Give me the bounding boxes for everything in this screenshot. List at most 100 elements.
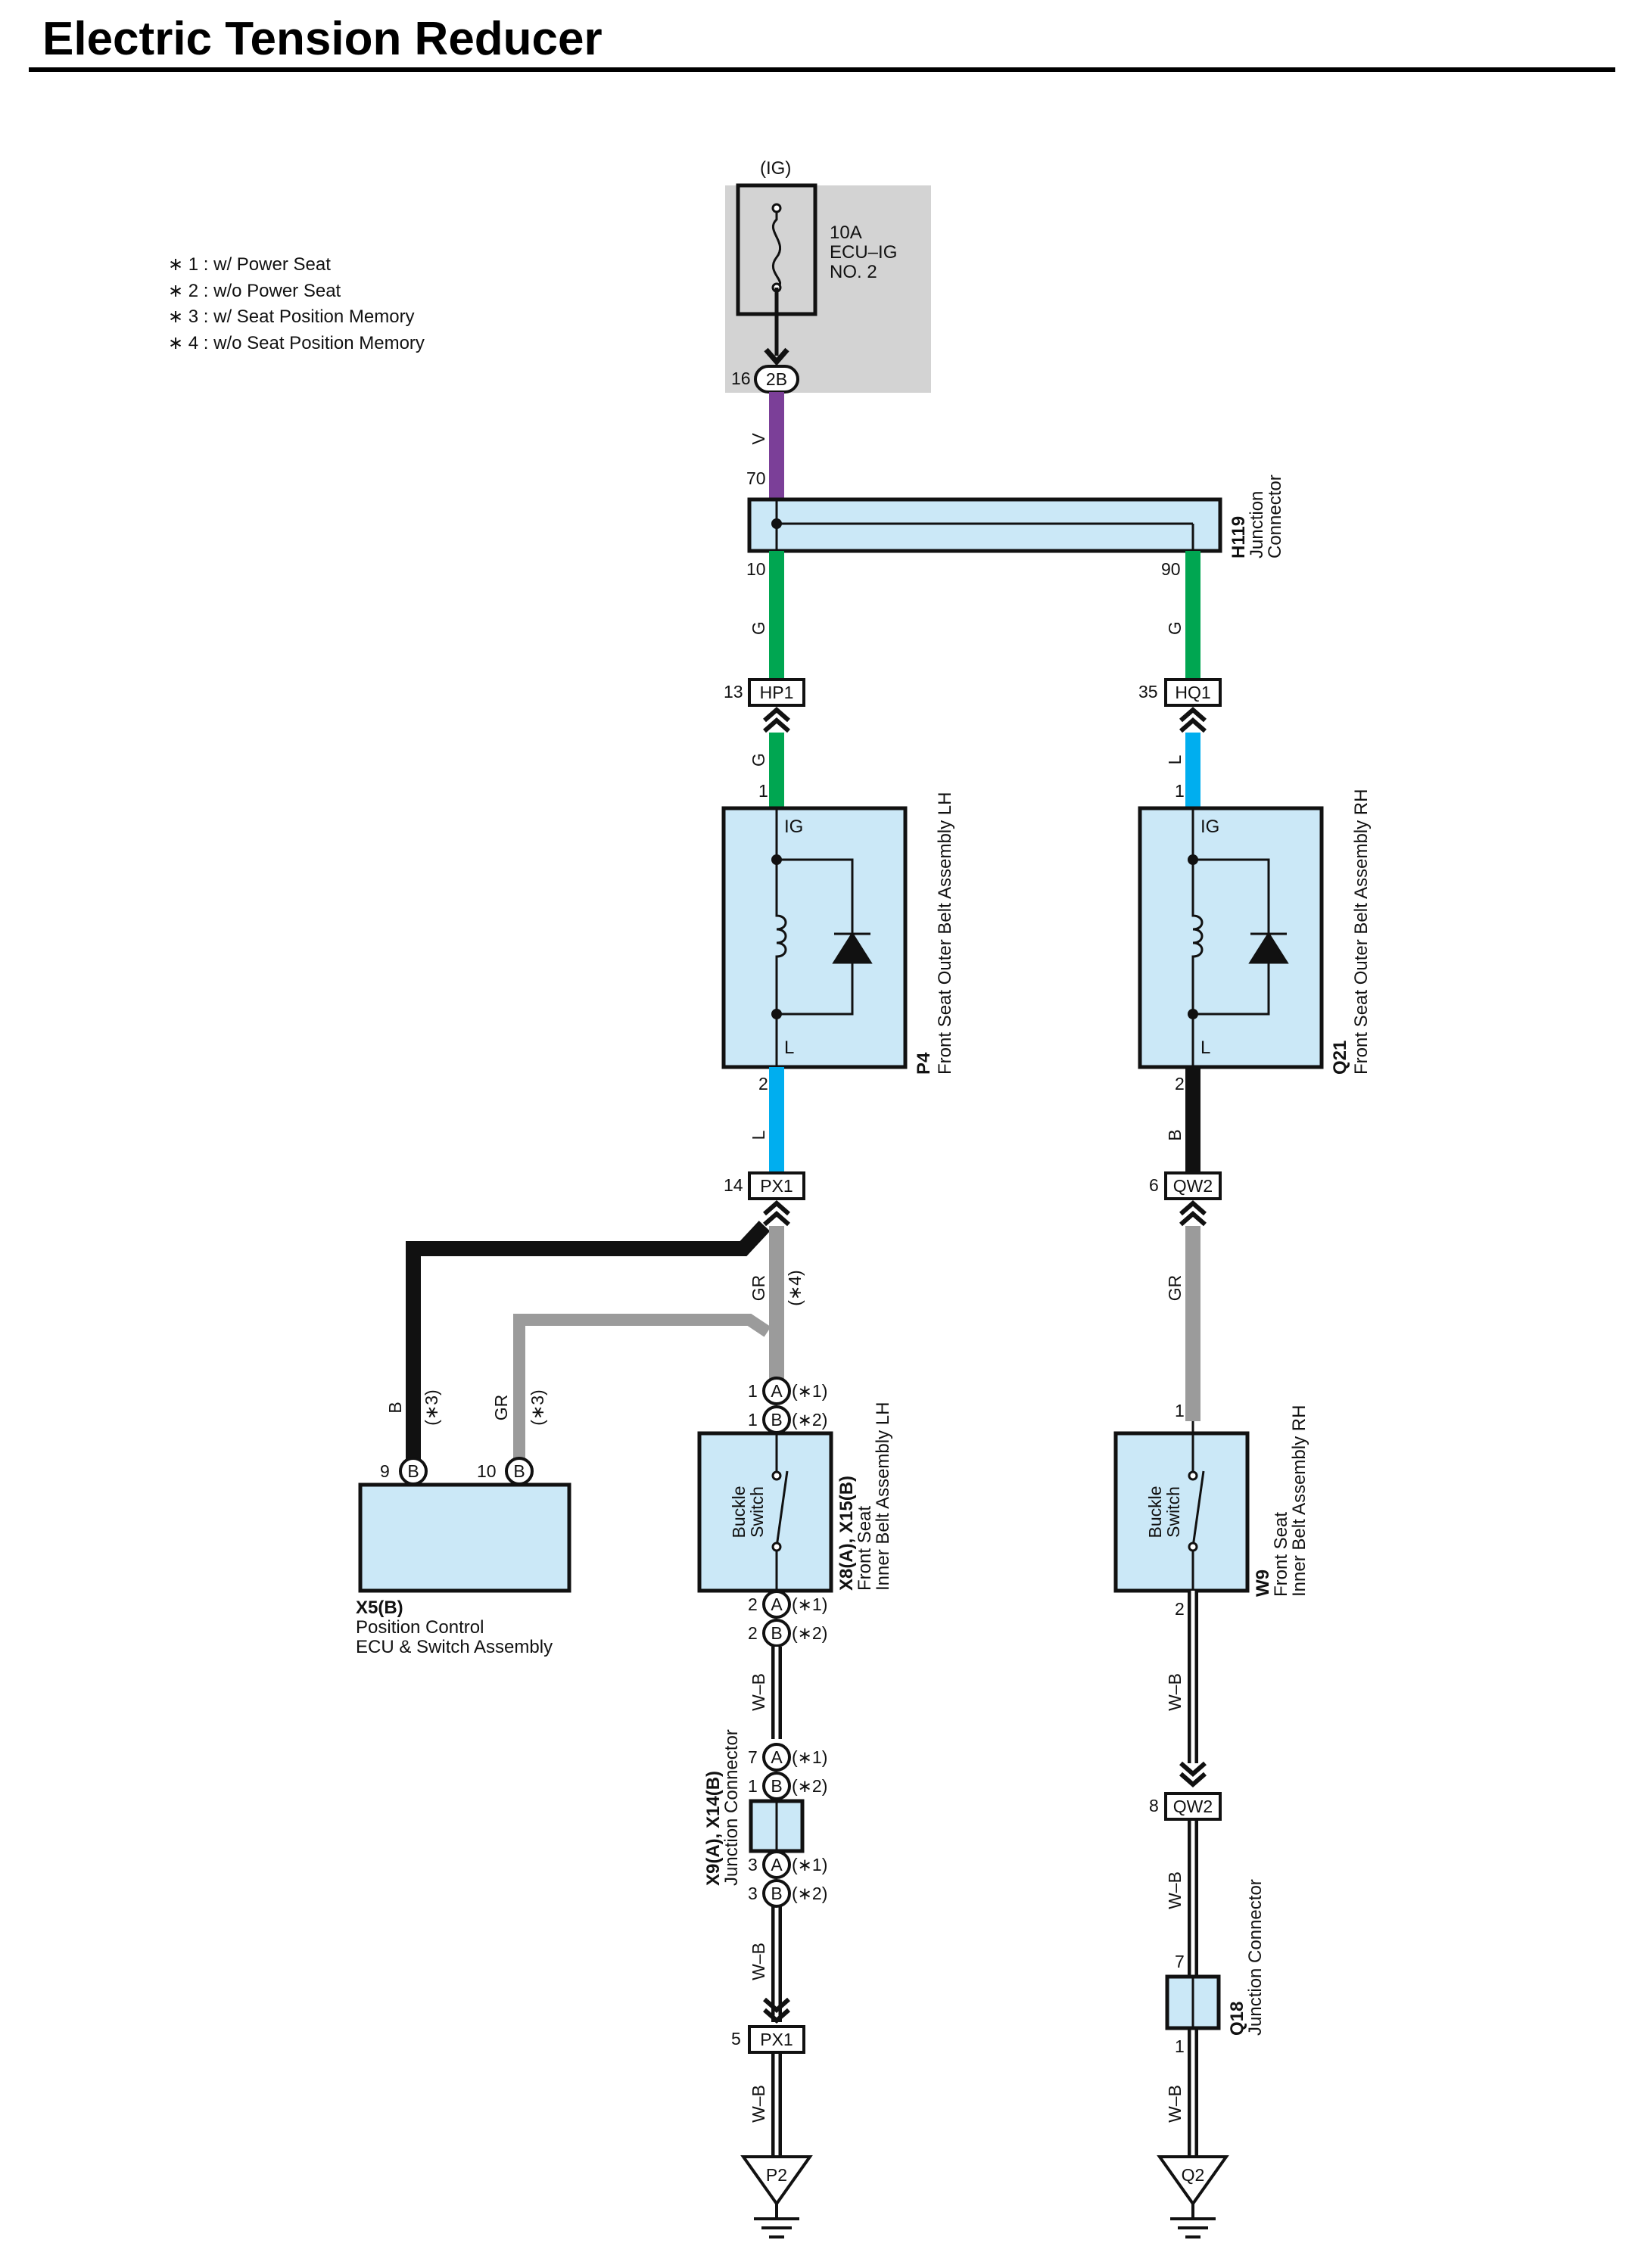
hp1-code: HP1 [760,683,794,702]
component-x8: 1 A (∗1) 1 B (∗2) Buckle Switch X8(A), X… [697,1377,893,1647]
hp1-chevron-icon [763,707,790,733]
wire-b-to-x5 [406,1221,771,1471]
w9-pin-bottom: 2 [1175,1599,1185,1619]
px1-top-pin: 14 [724,1175,743,1195]
fuse-pin: 16 [731,369,751,388]
connector-hp1: 13 HP1 [724,678,805,733]
wire-label-wb-2: W–B [749,1943,768,1980]
hq1-code: HQ1 [1175,683,1210,702]
component-w9: 1 Buckle Switch W9 Front Seat Inner Belt… [1113,1401,1309,1619]
w9-name-1: Front Seat [1271,1512,1291,1597]
ground-p2-triangle [740,2155,813,2207]
x9-top-a-variant: (∗1) [792,1747,827,1767]
p4-term-bottom: L [784,1038,794,1058]
page-title: Electric Tension Reducer [42,13,603,65]
q21-term-top: IG [1200,817,1219,837]
x8-bot-a-pin: 2 [748,1594,758,1614]
x8-name-2: Inner Belt Assembly LH [873,1402,893,1591]
x9-bot-b-tag [762,1879,791,1908]
w9-box [1113,1431,1250,1593]
notes-list: ∗ 1 : w/ Power Seat ∗ 2 : w/o Power Seat… [168,254,425,353]
wire-label-l-right-upper: L [1165,754,1185,764]
x8-bot-b-tag [762,1619,791,1647]
p4-id: P4 [914,1052,934,1075]
hq1-chevron-icon [1179,707,1207,733]
h119-pin-right: 90 [1161,559,1181,579]
q21-pin-bottom: 2 [1175,1074,1185,1094]
wire-label-wb-6: W–B [1165,2085,1185,2123]
wire-label-g-left: G [749,621,768,635]
x8-bot-b-letter: B [771,1623,782,1643]
px1-bottom-pin: 5 [731,2029,741,2049]
q21-pin-top: 1 [1175,781,1185,801]
ground-q2-icon [1170,2204,1216,2238]
x8-bot-a-variant: (∗1) [792,1594,827,1614]
x9-bot-a-variant: (∗1) [792,1855,827,1874]
p4-pin-top: 1 [758,781,768,801]
variant-note-3-gr: (∗3) [528,1389,547,1425]
w9-switch-label-2: Switch [1163,1486,1183,1538]
qw2-top-pin: 6 [1149,1175,1159,1195]
ground-p2-label: P2 [766,2165,787,2185]
x9-top-b-letter: B [771,1776,782,1796]
wire-label-v: V [749,433,768,445]
x9-bot-b-letter: B [771,1884,782,1903]
component-x5: 9 B 10 B X5(B) Position Control ECU & Sw… [356,1457,571,1657]
x5-box [358,1482,571,1593]
h119-name-2: Connector [1265,474,1285,558]
wire-label-g-right: G [1165,621,1185,635]
q21-term-bottom: L [1200,1038,1210,1058]
note-4: ∗ 4 : w/o Seat Position Memory [168,333,425,353]
wire-gr-to-x5 [513,1314,771,1471]
x8-top-a-tag [762,1377,791,1405]
x9-bot-a-pin: 3 [748,1855,758,1874]
x9-top-a-tag [762,1743,791,1772]
x5-id: X5(B) [356,1598,403,1618]
component-p4: 1 IG L P4 Front Seat Outer Belt Assembly… [721,781,955,1094]
fuse-arrow-icon [764,347,789,366]
wire-label-gr-right: GR [1165,1275,1185,1302]
x9-top-a-letter: A [771,1747,783,1767]
h119-name-1: Junction [1247,491,1267,558]
connector-px1-bottom: 5 PX1 [731,1997,805,2054]
x5-pin-gr: 10 [477,1461,497,1481]
connector-hq1: 35 HQ1 [1138,678,1222,733]
x8-bot-a-letter: A [771,1594,783,1614]
ground-p2: P2 [740,2155,813,2238]
q21-box [1138,806,1324,1069]
x9-top-b-pin: 1 [748,1776,758,1796]
px1-top-chevron-icon [763,1200,790,1227]
h119-pin-in: 70 [746,468,766,488]
fuse-block: (IG) 10A ECU–IG NO. 2 16 2B [725,158,931,394]
w9-pin-top: 1 [1175,1401,1185,1420]
qw2-bottom-chevron-icon [1179,1761,1207,1787]
wire-label-gr-left: GR [749,1275,768,1302]
x9-bot-a-tag [762,1850,791,1879]
wire-label-wb-1: W–B [749,1673,768,1711]
x5-pin-b: 9 [380,1461,390,1481]
p4-term-top: IG [784,817,803,837]
ground-q2-triangle [1157,2155,1229,2207]
connector-px1-top: 14 PX1 [724,1171,805,1227]
connector-qw2-bottom: 8 QW2 [1149,1761,1222,1821]
q18-pin-bottom: 1 [1175,2036,1185,2056]
x9-bot-a-letter: A [771,1855,783,1874]
p4-solenoid-icon [775,808,787,1067]
qw2-bottom-code: QW2 [1173,1797,1213,1816]
qw2-top-tag [1164,1171,1222,1200]
qw2-top-chevron-icon [1179,1200,1207,1227]
wire-label-l-left: L [749,1130,768,1140]
h119-id: H119 [1228,516,1249,558]
p4-name: Front Seat Outer Belt Assembly LH [935,792,955,1075]
wire-label-g-left-lower: G [749,753,768,767]
x8-top-a-pin: 1 [748,1381,758,1401]
px1-bottom-code: PX1 [760,2030,793,2049]
x5-tag-gr-letter: B [513,1461,525,1481]
x8-top-a-variant: (∗1) [792,1381,827,1401]
fuse-connector-code: 2B [766,369,787,389]
wire-label-b-right: B [1165,1129,1185,1140]
q18-pin-top: 7 [1175,1952,1185,1971]
wire-label-gr-x5: GR [491,1395,511,1421]
hp1-tag [748,678,805,707]
w9-id: W9 [1253,1570,1273,1597]
